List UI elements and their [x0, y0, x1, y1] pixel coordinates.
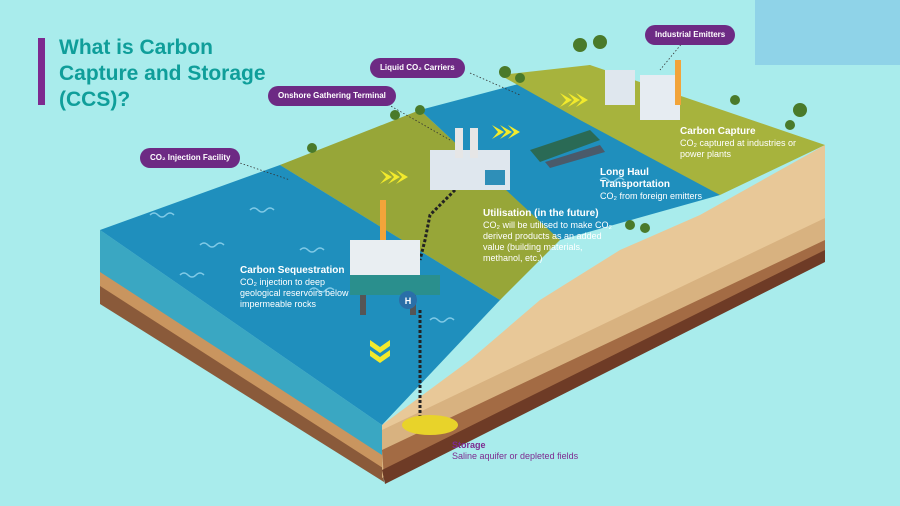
label-utilisation: Utilisation (in the future) CO₂ will be …: [483, 208, 613, 264]
reservoir: [402, 415, 458, 435]
trees: [307, 35, 807, 233]
long-haul-text: CO₂ from foreign emitters: [600, 191, 703, 201]
oil-platform: H: [350, 200, 440, 315]
ocean-surface: [100, 165, 500, 425]
sky-panel: [755, 0, 900, 65]
page-title: What is Carbon Capture and Storage (CCS)…: [59, 36, 266, 111]
long-haul-heading: Long Haul Transportation: [600, 167, 671, 190]
industrial-plant: [605, 60, 681, 120]
left-face-deep: [100, 286, 384, 482]
sandy-slope: [382, 145, 825, 430]
carbon-capture-text: CO₂ captured at industries or power plan…: [680, 138, 797, 159]
tag-co2-injection-facility: CO₂ Injection Facility: [140, 148, 241, 168]
utilisation-text: CO₂ will be utilised to make CO₂ derived…: [483, 220, 613, 263]
carbon-capture-heading: Carbon Capture: [680, 126, 756, 137]
label-storage: Storage Saline aquifer or depleted field…: [452, 440, 578, 462]
title-accent-bar: [38, 38, 45, 105]
tag-industrial-emitters: Industrial Emitters: [645, 25, 736, 45]
tag-liquid-co2-carriers: Liquid CO₂ Carriers: [370, 58, 465, 78]
land-left: [280, 110, 560, 300]
tag-onshore-gathering-terminal: Onshore Gathering Terminal: [268, 86, 396, 106]
utilisation-heading: Utilisation (in the future): [483, 208, 599, 219]
storage-text: Saline aquifer or depleted fields: [452, 451, 579, 461]
label-carbon-capture: Carbon Capture CO₂ captured at industrie…: [680, 126, 805, 160]
waves: [149, 177, 625, 323]
flow-arrows: [370, 93, 588, 363]
onshore-terminal: [430, 128, 510, 190]
front-face-bottom: [382, 250, 825, 484]
channel: [420, 65, 720, 240]
leader-lines: [236, 41, 684, 181]
helipad-marker: H: [405, 296, 412, 306]
label-carbon-sequestration: Carbon Sequestration CO₂ injection to de…: [240, 265, 350, 310]
label-long-haul: Long Haul Transportation CO₂ from foreig…: [600, 167, 720, 202]
sequestration-heading: Carbon Sequestration: [240, 265, 345, 276]
sequestration-text: CO₂ injection to deep geological reservo…: [240, 277, 349, 309]
storage-heading: Storage: [452, 440, 486, 450]
lng-carriers: [530, 130, 605, 168]
pipeline: [418, 188, 457, 261]
